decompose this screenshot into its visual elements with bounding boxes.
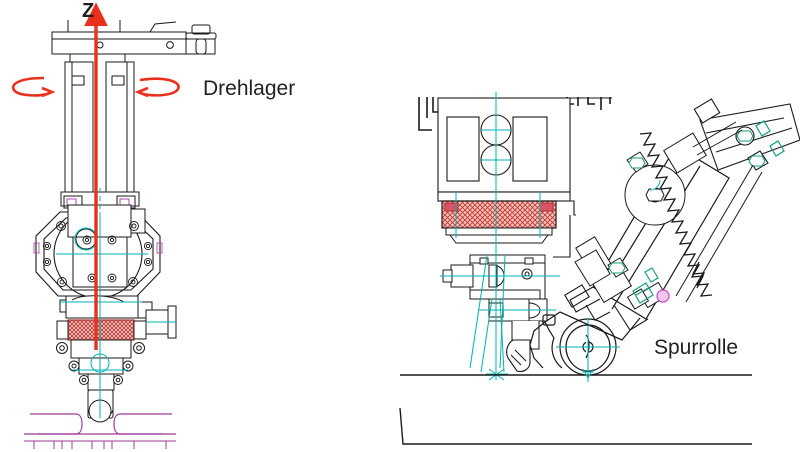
- spring-guide-rod: [675, 121, 763, 303]
- top-bracket-marks: [418, 97, 438, 131]
- adjustment-knob: [185, 24, 217, 55]
- nozzle-tip: [506, 339, 531, 373]
- housing-inner-body: [67, 204, 146, 288]
- z-axis-label: Z: [82, 0, 95, 22]
- column-rails: [60, 61, 140, 207]
- diagonal-rail: [693, 98, 800, 171]
- centerlines-left: [56, 188, 148, 418]
- drehlager-label: Drehlager: [203, 77, 296, 100]
- laser-beam-cone: [440, 92, 560, 381]
- diagonal-arm-details: [574, 132, 707, 304]
- spurrolle-centerline: [556, 318, 620, 382]
- bolt-heads: [33, 221, 163, 287]
- top-right-marks: [566, 97, 611, 110]
- right-step-outline: [553, 200, 576, 258]
- magenta-fitting: [656, 289, 670, 303]
- green-accent-bolts: [755, 120, 785, 157]
- coil-spring: [639, 132, 713, 297]
- left-view-group: [11, 2, 217, 449]
- rotation-arrow-left: [11, 76, 56, 98]
- rotation-arrow-right: [134, 77, 180, 98]
- right-view-group: [399, 92, 800, 445]
- hatched-block-right: [441, 200, 557, 229]
- workpiece-ground: [399, 374, 752, 445]
- mid-assembly: [59, 295, 153, 319]
- rail-profile: [24, 413, 176, 435]
- ground-hatch: [24, 440, 176, 449]
- top-crossbeam: [51, 20, 216, 62]
- lower-nozzle-assembly: [56, 339, 145, 423]
- hatched-block-left: [56, 319, 147, 341]
- spurrolle-label: Spurrolle: [654, 336, 739, 359]
- side-motor-barrel: [145, 305, 177, 339]
- green-fitting: [632, 267, 659, 304]
- optics-block: [442, 254, 548, 350]
- upper-housing: [437, 97, 612, 202]
- block-base-plate: [445, 227, 553, 244]
- arm-lower-bracket: [564, 284, 649, 331]
